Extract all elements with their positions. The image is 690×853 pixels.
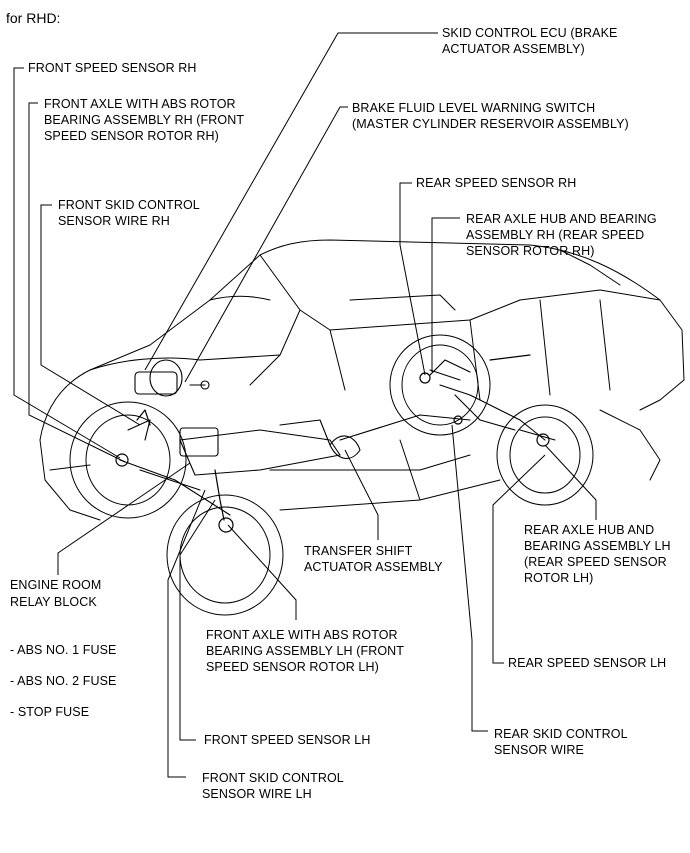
label-rear-speed-sensor-lh: REAR SPEED SENSOR LH: [508, 656, 667, 670]
label-front-skid-wire-rh: FRONT SKID CONTROL SENSOR WIRE RH: [58, 197, 200, 229]
label-front-speed-sensor-rh: FRONT SPEED SENSOR RH: [28, 61, 197, 75]
label-line: FRONT SKID CONTROL: [58, 198, 200, 212]
label-line: REAR AXLE HUB AND: [524, 523, 655, 537]
label-line: ENGINE ROOM: [10, 578, 102, 592]
fuse-item: - STOP FUSE: [10, 705, 90, 719]
label-line: ROTOR LH): [524, 571, 594, 585]
wheels: [69, 334, 594, 616]
label-skid-control-ecu: SKID CONTROL ECU (BRAKE ACTUATOR ASSEMBL…: [442, 25, 617, 57]
label-line: BRAKE FLUID LEVEL WARNING SWITCH: [352, 101, 596, 115]
label-line: FRONT AXLE WITH ABS ROTOR: [206, 628, 398, 642]
fuse-list: - ABS NO. 1 FUSE - ABS NO. 2 FUSE - STOP…: [10, 635, 117, 728]
label-line: SPEED SENSOR ROTOR LH): [206, 660, 379, 674]
label-line: BEARING ASSEMBLY RH (FRONT: [44, 113, 245, 127]
sensor-parts: [115, 359, 550, 533]
drivetrain: [119, 359, 556, 516]
label-line: ASSEMBLY RH (REAR SPEED: [466, 228, 645, 242]
fuse-item: - ABS NO. 2 FUSE: [10, 674, 117, 688]
label-line: TRANSFER SHIFT: [304, 544, 413, 558]
label-line: SKID CONTROL ECU (BRAKE: [442, 26, 618, 40]
label-rear-axle-lh: REAR AXLE HUB AND BEARING ASSEMBLY LH (R…: [524, 522, 671, 586]
label-line: REAR SKID CONTROL: [494, 727, 628, 741]
label-line: SENSOR WIRE LH: [202, 787, 312, 801]
label-line: (MASTER CYLINDER RESERVOIR ASSEMBLY): [352, 117, 629, 131]
label-line: SENSOR WIRE RH: [58, 214, 170, 228]
label-line: FRONT AXLE WITH ABS ROTOR: [44, 97, 236, 111]
diagram-title: for RHD:: [6, 10, 61, 26]
label-rear-axle-rh: REAR AXLE HUB AND BEARING ASSEMBLY RH (R…: [466, 211, 657, 259]
label-engine-room-relay: ENGINE ROOM RELAY BLOCK: [10, 577, 101, 611]
leader-lines: [13, 32, 597, 778]
label-rear-skid-wire: REAR SKID CONTROL SENSOR WIRE: [494, 726, 628, 758]
label-front-axle-rh: FRONT AXLE WITH ABS ROTOR BEARING ASSEMB…: [44, 96, 244, 144]
fuse-item: - ABS NO. 1 FUSE: [10, 643, 117, 657]
label-front-speed-sensor-lh: FRONT SPEED SENSOR LH: [204, 733, 371, 747]
label-line: SENSOR WIRE: [494, 743, 584, 757]
label-line: FRONT SKID CONTROL: [202, 771, 344, 785]
label-rear-speed-sensor-rh: REAR SPEED SENSOR RH: [416, 176, 577, 190]
label-line: BEARING ASSEMBLY LH (FRONT: [206, 644, 405, 658]
label-line: ACTUATOR ASSEMBLY): [442, 42, 585, 56]
label-front-axle-lh: FRONT AXLE WITH ABS ROTOR BEARING ASSEMB…: [206, 627, 404, 675]
label-line: SENSOR ROTOR RH): [466, 244, 595, 258]
label-line: REAR AXLE HUB AND BEARING: [466, 212, 657, 226]
vehicle-body: [39, 239, 685, 521]
label-line: RELAY BLOCK: [10, 595, 97, 609]
label-front-skid-wire-lh: FRONT SKID CONTROL SENSOR WIRE LH: [202, 770, 344, 802]
label-line: (REAR SPEED SENSOR: [524, 555, 667, 569]
label-line: ACTUATOR ASSEMBLY: [304, 560, 443, 574]
label-transfer-shift: TRANSFER SHIFT ACTUATOR ASSEMBLY: [304, 543, 443, 575]
label-brake-fluid-switch: BRAKE FLUID LEVEL WARNING SWITCH (MASTER…: [352, 100, 629, 132]
label-line: SPEED SENSOR ROTOR RH): [44, 129, 219, 143]
label-line: BEARING ASSEMBLY LH: [524, 539, 671, 553]
